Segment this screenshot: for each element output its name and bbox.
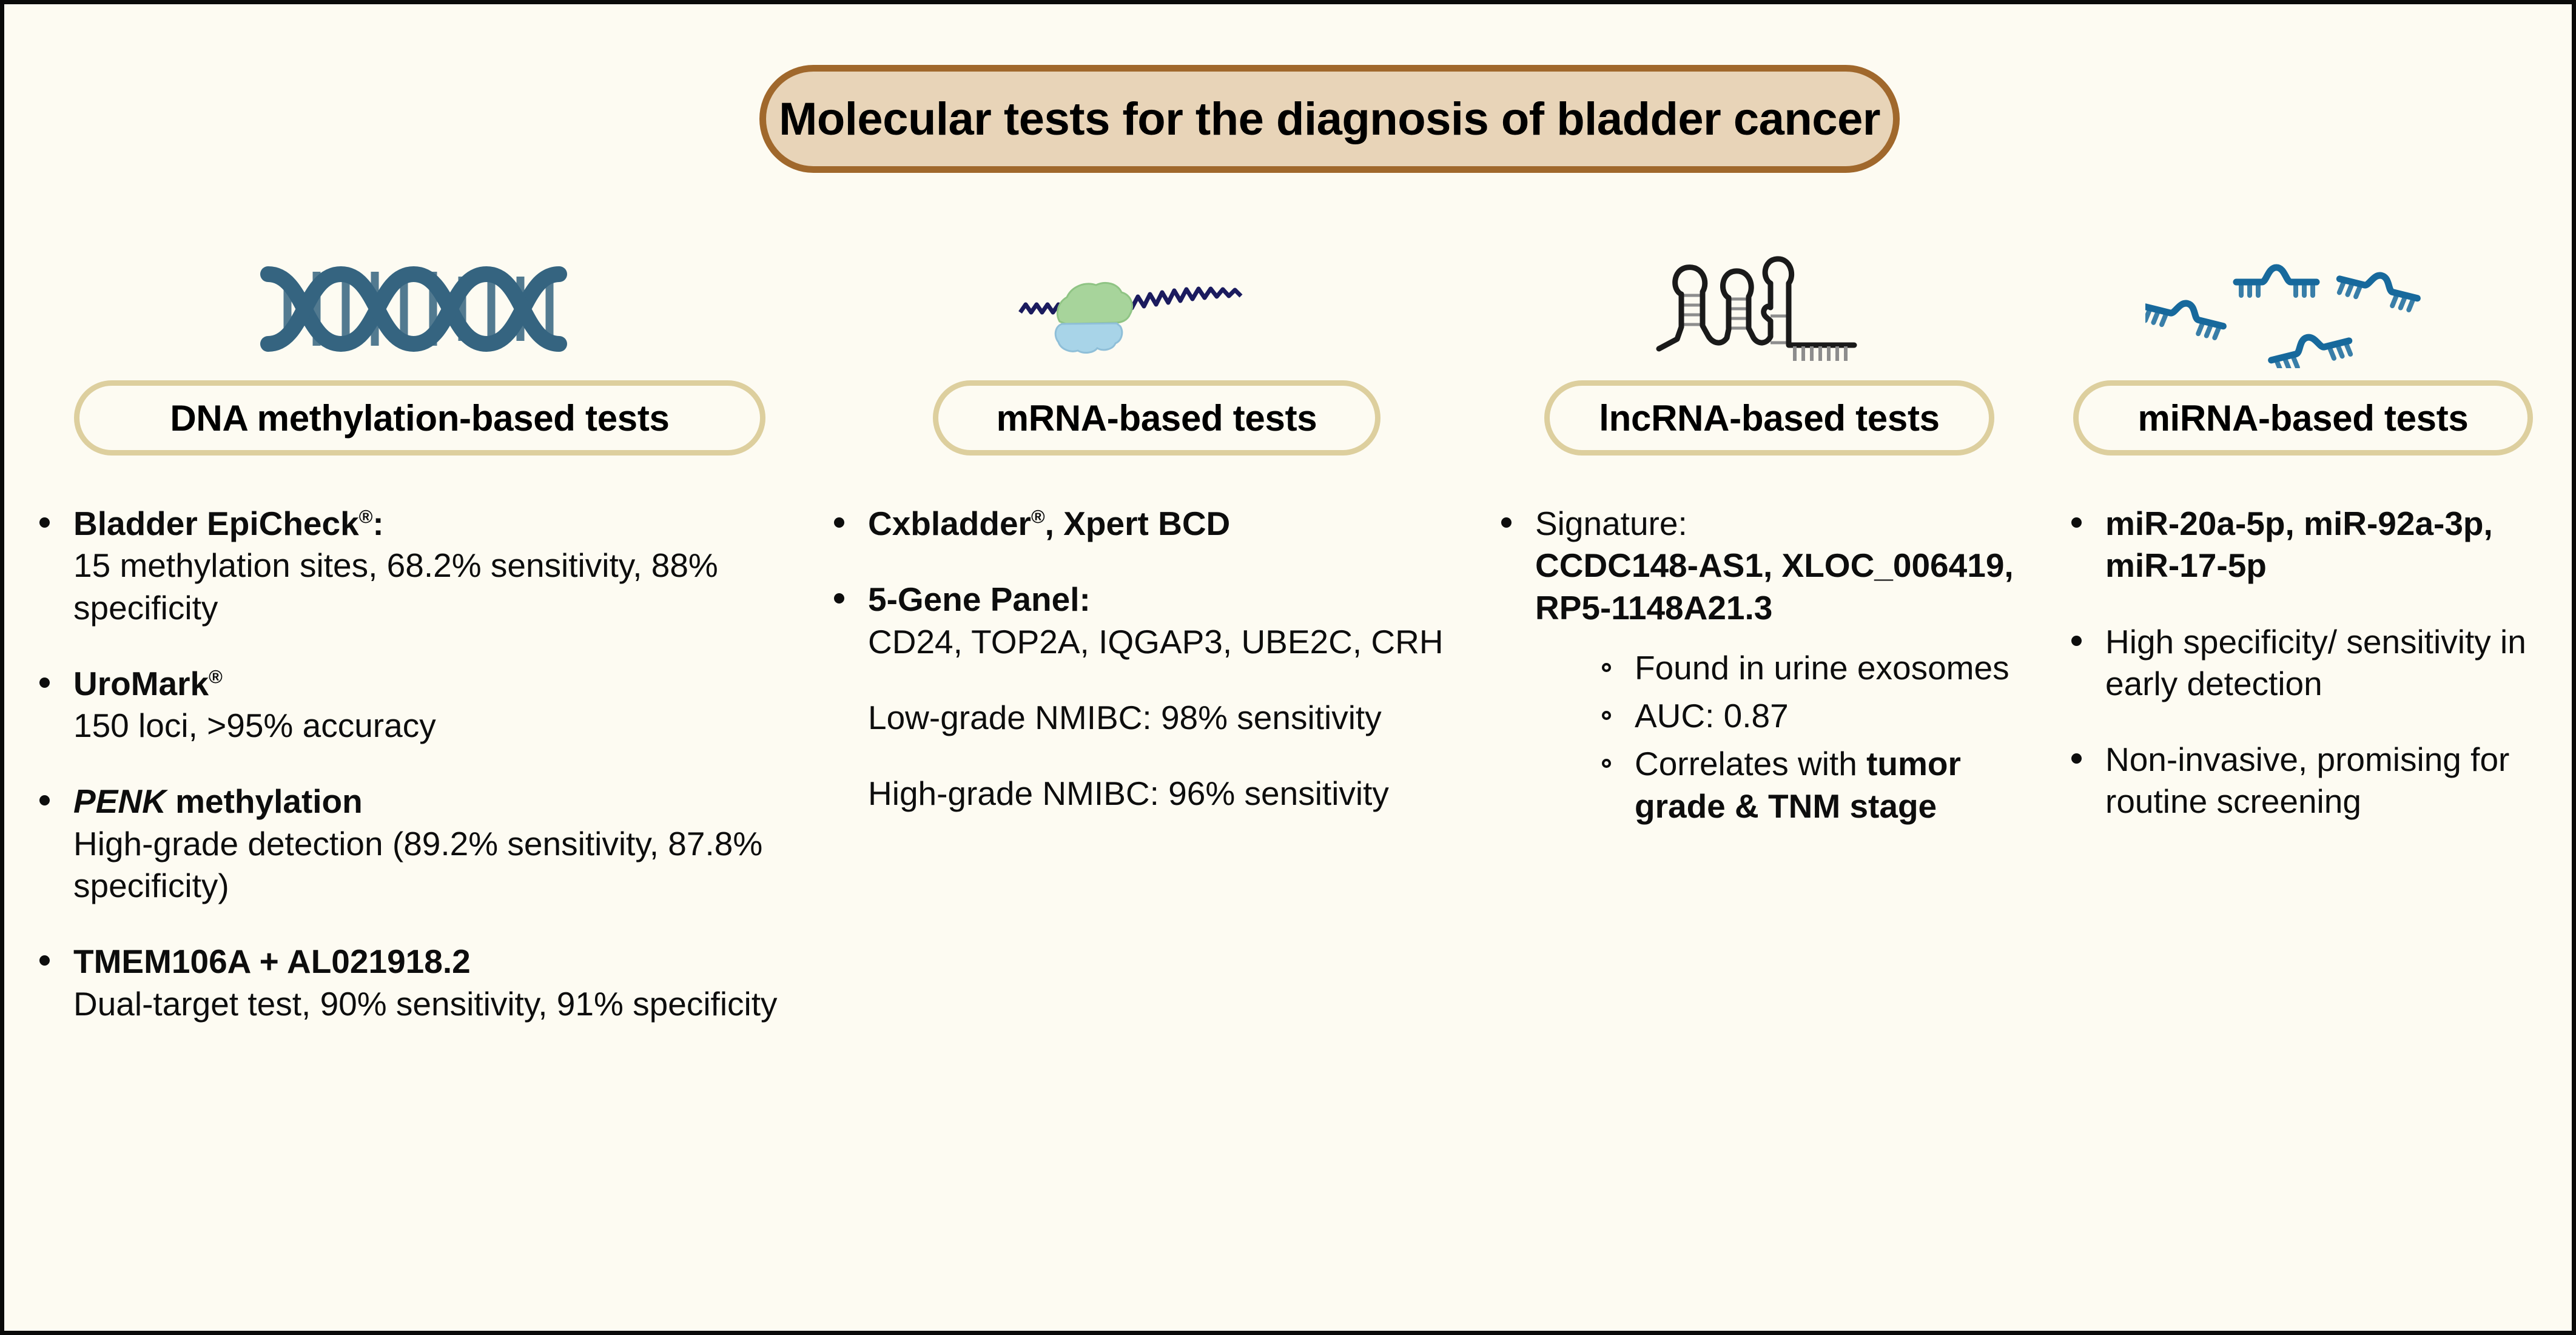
list-item: 5-Gene Panel: CD24, TOP2A, IQGAP3, UBE2C… (823, 579, 1490, 663)
list-item: Non-invasive, promising for routine scre… (2060, 739, 2546, 823)
list-item: Bladder EpiCheck®: 15 methylation sites,… (29, 503, 811, 629)
hollow-bullet-icon (1602, 711, 1611, 721)
bullet-dot-icon (39, 795, 50, 806)
sub-bullet-list: Found in urine exosomes AUC: 0.87 Correl… (1593, 647, 2048, 827)
lncrna-stemloop-icon (1490, 235, 2048, 380)
bullet-body: Non-invasive, promising for routine scre… (2105, 741, 2510, 821)
sub-bullet-text: AUC: 0.87 (1635, 697, 1789, 735)
column-mrna: mRNA-based tests Cxbladder®, Xpert BCD 5… (823, 235, 1490, 849)
sub-bullet-text: Correlates with (1635, 745, 1867, 783)
bullet-title: Signature: (1535, 505, 1687, 542)
column-header-label: mRNA-based tests (996, 397, 1317, 439)
hollow-bullet-icon (1602, 759, 1611, 768)
list-item: Cxbladder®, Xpert BCD (823, 503, 1490, 545)
column-header-mrna: mRNA-based tests (933, 380, 1380, 456)
bullet-dot-icon (39, 517, 50, 528)
bullet-body: 150 loci, >95% accuracy (73, 707, 436, 745)
column-header-label: lncRNA-based tests (1599, 397, 1940, 439)
note-low-grade: Low-grade NMIBC: 98% sensitivity (868, 698, 1382, 736)
bullet-dot-icon (39, 677, 50, 688)
column-mirna: miRNA-based tests miR-20a-5p, miR-92a-3p… (2060, 235, 2546, 857)
mirna-hairpins-icon (2060, 235, 2546, 380)
bullet-dot-icon (39, 955, 50, 966)
bullet-body: CD24, TOP2A, IQGAP3, UBE2C, CRH (868, 622, 1444, 661)
bullet-title: 5-Gene Panel: (868, 580, 1091, 619)
hollow-bullet-icon (1602, 662, 1611, 672)
ribosome-mrna-icon (823, 235, 1490, 380)
column-header-label: DNA methylation-based tests (170, 397, 670, 439)
list-item: UroMark® 150 loci, >95% accuracy (29, 663, 811, 747)
list-item: TMEM106A + AL021918.2 Dual-target test, … (29, 941, 811, 1025)
bullet-body-genes: CCDC148-AS1, XLOC_006419, RP5-1148A21.3 (1535, 546, 2014, 627)
bullet-body: High-grade detection (89.2% sensitivity,… (73, 824, 763, 905)
sub-bullet-emphasis: tumor grade & TNM stage (1635, 745, 1961, 825)
bullet-title-gene: PENK (73, 782, 166, 821)
diagram-title-pill: Molecular tests for the diagnosis of bla… (759, 65, 1900, 173)
bullet-title: UroMark® (73, 664, 223, 702)
list-item: PENK methylation High-grade detection (8… (29, 781, 811, 907)
bullet-list-lncrna: Signature: CCDC148-AS1, XLOC_006419, RP5… (1490, 503, 2048, 827)
bullet-list-mirna: miR-20a-5p, miR-92a-3p, miR-17-5p High s… (2060, 503, 2546, 823)
bullet-body: 15 methylation sites, 68.2% sensitivity,… (73, 546, 718, 627)
list-item: High specificity/ sensitivity in early d… (2060, 621, 2546, 705)
bullet-title: Cxbladder®, Xpert BCD (868, 505, 1231, 542)
bullet-dot-icon (834, 517, 844, 528)
column-dna-methylation: DNA methylation-based tests Bladder EpiC… (29, 235, 811, 1059)
column-header-lncrna: lncRNA-based tests (1544, 380, 1994, 456)
column-lncrna: lncRNA-based tests Signature: CCDC148-AS… (1490, 235, 2048, 861)
sub-bullet-text: Found in urine exosomes (1635, 648, 2009, 687)
bullet-list-dna: Bladder EpiCheck®: 15 methylation sites,… (29, 503, 811, 1025)
page-title: Molecular tests for the diagnosis of bla… (779, 93, 1880, 145)
list-item: AUC: 0.87 (1593, 695, 2048, 737)
note-high-grade: High-grade NMIBC: 96% sensitivity (868, 775, 1389, 813)
column-header-mirna: miRNA-based tests (2073, 380, 2533, 456)
bullet-body: Dual-target test, 90% sensitivity, 91% s… (73, 984, 778, 1023)
column-header-label: miRNA-based tests (2137, 397, 2469, 439)
bullet-dot-icon (2071, 517, 2082, 528)
list-item: Signature: CCDC148-AS1, XLOC_006419, RP5… (1490, 503, 2048, 827)
bullet-body: High specificity/ sensitivity in early d… (2105, 622, 2526, 702)
dna-double-helix-icon (29, 235, 811, 380)
bullet-title-rest: methylation (166, 782, 363, 821)
bullet-dot-icon (2071, 635, 2082, 646)
bullet-title: TMEM106A + AL021918.2 (73, 943, 471, 981)
bullet-dot-icon (834, 593, 844, 604)
bullet-list-mrna: Cxbladder®, Xpert BCD 5-Gene Panel: CD24… (823, 503, 1490, 663)
bullet-title: Bladder EpiCheck®: (73, 505, 384, 542)
bullet-dot-icon (2071, 753, 2082, 764)
bullet-title: miR-20a-5p, miR-92a-3p, miR-17-5p (2105, 505, 2493, 585)
bullet-dot-icon (1501, 517, 1512, 528)
list-item: miR-20a-5p, miR-92a-3p, miR-17-5p (2060, 503, 2546, 587)
column-header-dna: DNA methylation-based tests (74, 380, 765, 456)
list-item: Correlates with tumor grade & TNM stage (1593, 743, 2048, 827)
list-item: Found in urine exosomes (1593, 647, 2048, 689)
